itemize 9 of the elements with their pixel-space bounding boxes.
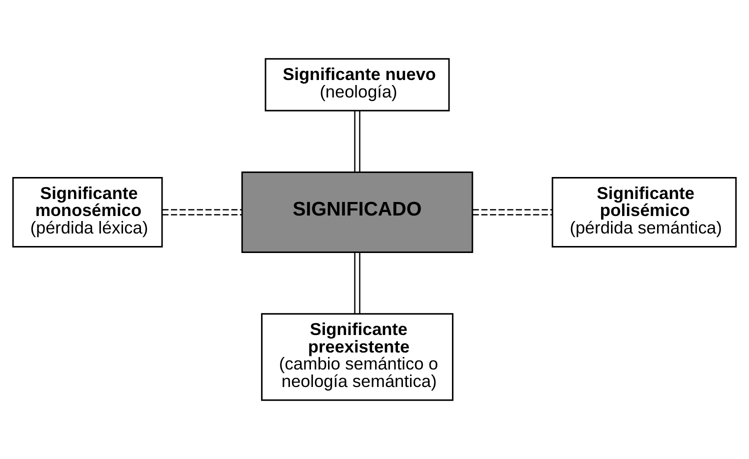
connector <box>472 209 552 216</box>
node-box: Significante nuevo (neología) <box>264 58 450 112</box>
connector <box>354 252 360 314</box>
node-box: Significante polisémico (pérdida semántica) <box>552 177 737 248</box>
node-box: Significante monosémico (pérdida léxica) <box>12 177 163 248</box>
connector <box>162 209 242 216</box>
node-box: SIGNIFICADO <box>241 171 474 254</box>
connector <box>354 110 360 172</box>
node-box: Significante preexistente (cambio semántico o neología semántica) <box>261 313 454 401</box>
